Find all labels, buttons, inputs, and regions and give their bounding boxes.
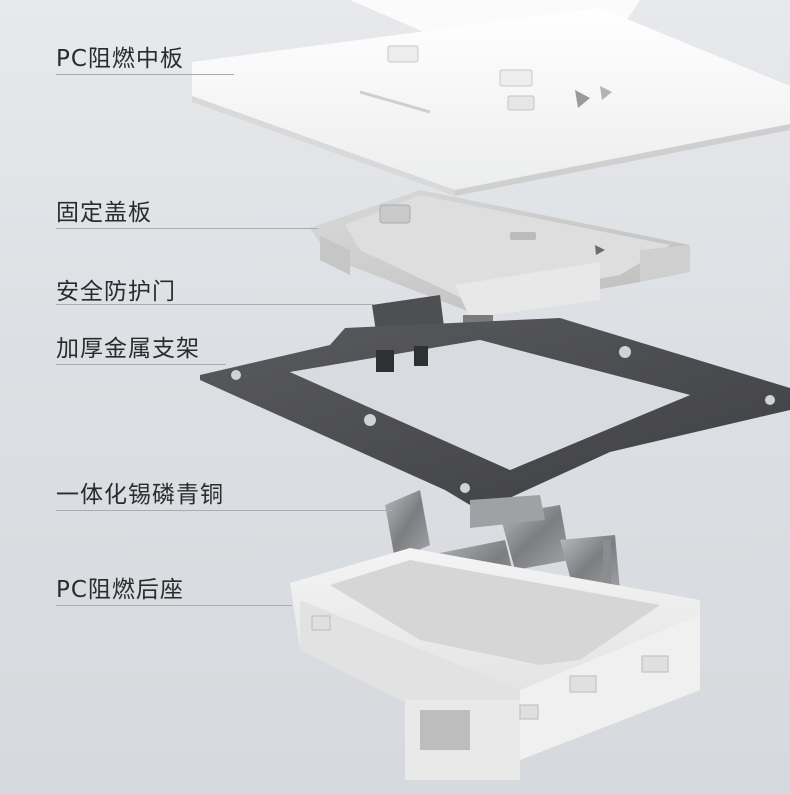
rear-base-part (290, 548, 700, 780)
fixed-cover-part (310, 190, 690, 318)
leader-line-fixed-cover (56, 228, 318, 229)
leader-line-safety-door (56, 304, 374, 305)
metal-bracket-part (200, 318, 790, 505)
leader-line-rear-base (56, 605, 292, 606)
label-bronze-contacts: 一体化锡磷青铜 (56, 482, 224, 508)
label-metal-bracket: 加厚金属支架 (56, 336, 200, 362)
label-fixed-cover: 固定盖板 (56, 200, 152, 226)
label-mid-plate: PC阻燃中板 (56, 46, 184, 72)
leader-line-mid-plate (56, 74, 234, 75)
label-safety-door: 安全防护门 (56, 279, 176, 305)
mid-plate-part (192, 8, 790, 196)
leader-line-metal-bracket (56, 364, 226, 365)
leader-line-bronze-contacts (56, 510, 392, 511)
label-rear-base: PC阻燃后座 (56, 577, 184, 603)
